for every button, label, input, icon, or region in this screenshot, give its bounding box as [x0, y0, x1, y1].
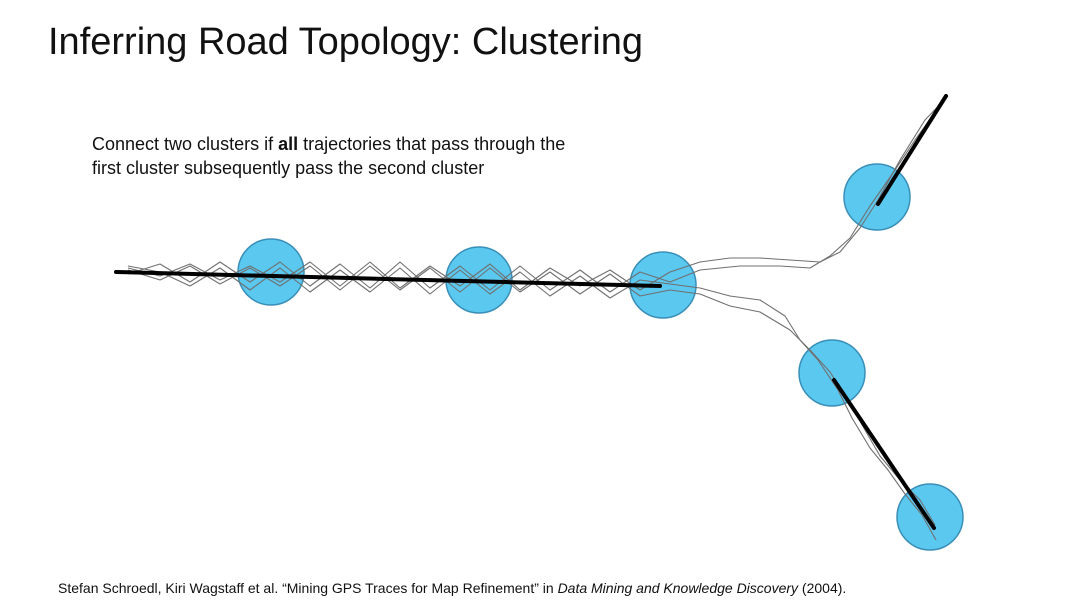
road-segment-3	[832, 378, 936, 530]
caption-text: trajectories that pass through the	[298, 134, 566, 154]
trajectory-line-2	[127, 99, 945, 293]
slide-title: Inferring Road Topology: Clustering	[48, 21, 643, 63]
road-segment-2	[876, 94, 948, 206]
citation-in: in	[538, 580, 558, 596]
cluster-circle-4	[843, 163, 911, 231]
citation: Stefan Schroedl, Kiri Wagstaff et al. “M…	[58, 580, 846, 596]
caption-line-1: Connect two clusters if all trajectories…	[92, 132, 565, 156]
caption-line-2: first cluster subsequently pass the seco…	[92, 158, 485, 178]
caption: Connect two clusters if all trajectories…	[92, 132, 565, 180]
citation-journal: Data Mining and Knowledge Discovery	[557, 580, 799, 596]
trajectory-line-1	[127, 95, 949, 291]
citation-year: (2004).	[798, 580, 847, 596]
citation-paper: “Mining GPS Traces for Map Refinement”	[282, 580, 539, 596]
caption-text: Connect two clusters if	[92, 134, 279, 154]
citation-authors: Stefan Schroedl, Kiri Wagstaff et al.	[58, 580, 283, 596]
road-segment-1	[114, 270, 662, 288]
trajectory-line-4	[127, 265, 937, 541]
caption-bold-word: all	[278, 134, 299, 154]
